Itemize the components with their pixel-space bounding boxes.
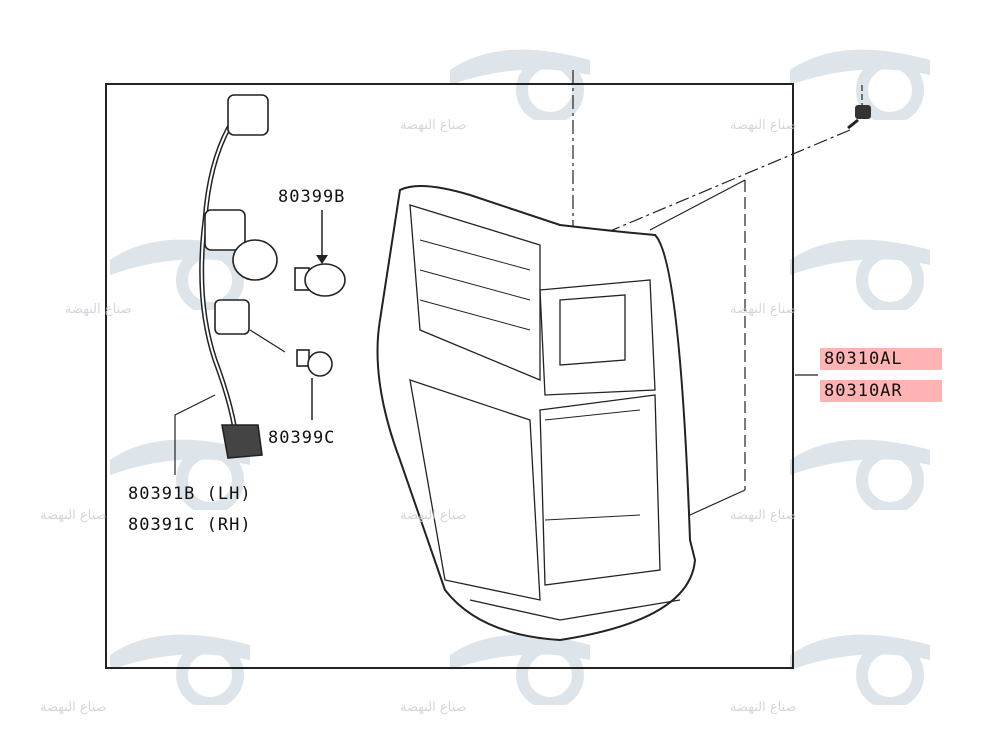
watermark-text: صناع النهضة — [730, 302, 797, 317]
part-label-lamp-left[interactable]: 80310AL — [820, 348, 942, 370]
tail-lamp-assembly — [376, 185, 697, 642]
watermark-text: صناع النهضة — [400, 118, 467, 133]
watermark-text: صناع النهضة — [65, 302, 132, 317]
part-label-harness-lh[interactable]: 80391B (LH) — [128, 484, 252, 504]
part-label-bulb-large[interactable]: 80399B — [278, 187, 346, 207]
watermark-logo — [450, 49, 590, 120]
watermark-logo — [790, 634, 930, 705]
part-label-lamp-right[interactable]: 80310AR — [820, 380, 942, 402]
diagram-frame — [105, 83, 794, 669]
watermark-text: صناع النهضة — [730, 118, 797, 133]
watermark-logo — [110, 439, 250, 510]
watermark-text: صناع النهضة — [40, 508, 107, 523]
bulb-small-icon — [296, 349, 333, 377]
part-label-harness-rh[interactable]: 80391C (RH) — [128, 515, 252, 535]
watermark-text: صناع النهضة — [730, 700, 797, 715]
bulb-large-icon — [294, 263, 346, 297]
watermark-text: صناع النهضة — [400, 508, 467, 523]
screw-icon — [847, 105, 871, 130]
watermark-text: صناع النهضة — [40, 700, 107, 715]
watermark-logo — [790, 239, 930, 310]
watermark-text: صناع النهضة — [400, 700, 467, 715]
watermark-text: صناع النهضة — [730, 508, 797, 523]
wiring-harness — [199, 94, 278, 459]
watermark-logo — [450, 634, 590, 705]
part-label-bulb-small[interactable]: 80399C — [268, 428, 336, 448]
watermark-logo — [110, 634, 250, 705]
watermark-logo — [790, 439, 930, 510]
